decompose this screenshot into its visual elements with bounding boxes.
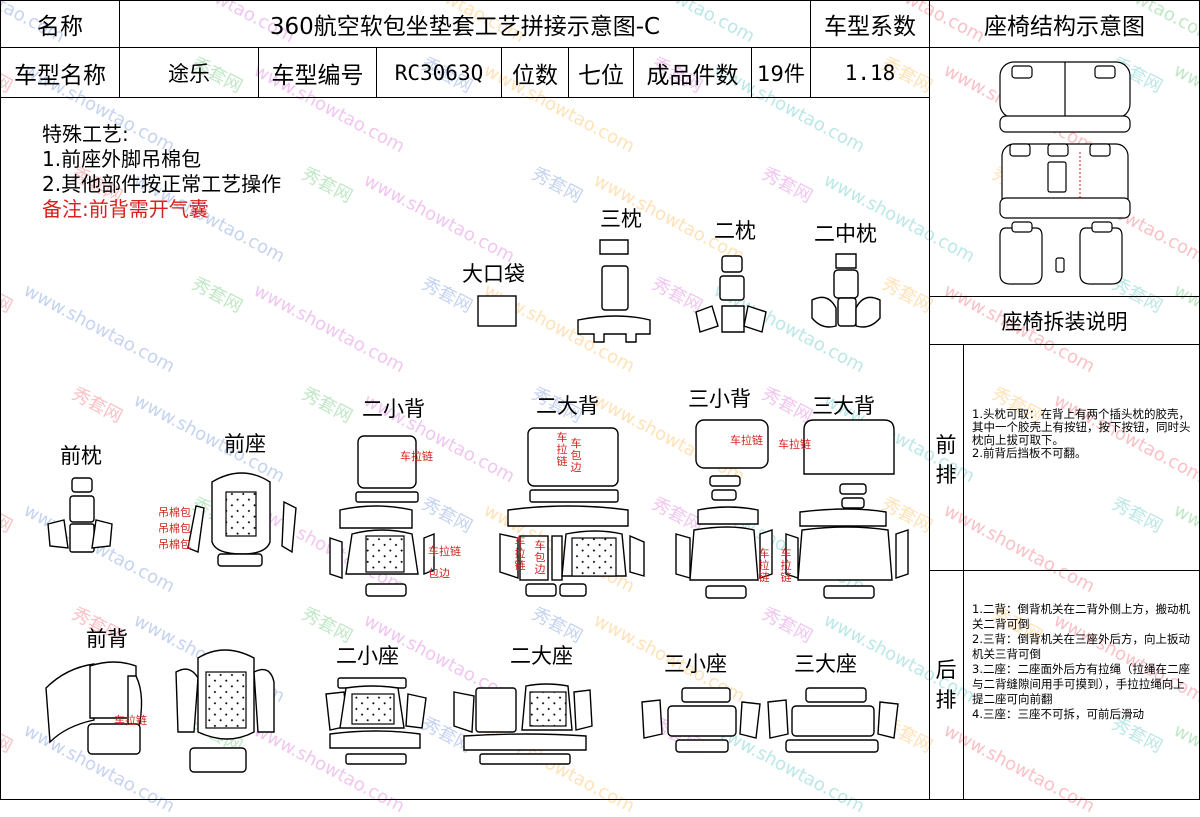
front-pillow-pieces [47, 477, 113, 553]
third-big-seat-pieces [767, 687, 899, 753]
second-big-back-pieces [499, 427, 645, 597]
third-big-back-pieces [785, 419, 909, 599]
annotation-cotton-bag-1: 吊棉包 [158, 506, 191, 519]
seat-structure-title: 座椅结构示意图 [929, 0, 1200, 48]
annotation-vert-zipper-third-big-back: 车拉链 [780, 547, 792, 584]
front-back-pieces [45, 649, 275, 773]
second-mid-pillow-pieces [811, 253, 881, 328]
label-second-small-back: 二小背 [362, 397, 425, 421]
label-third-small-back: 三小背 [688, 387, 751, 411]
annotation-zipper-front-back: 车拉链 [114, 714, 147, 727]
special-process-line-2: 2.其他部件按正常工艺操作 [42, 172, 282, 196]
label-second-mid-pillow: 二中枕 [814, 222, 877, 246]
second-pillow-pieces [695, 255, 767, 333]
second-small-seat-pieces [325, 677, 427, 765]
seats-value: 七位 [568, 47, 634, 98]
front-seat-pieces [187, 472, 297, 567]
annotation-piping-second-small-back: 包边 [428, 567, 450, 580]
seat-structure-illustration [999, 61, 1131, 285]
special-process-line-1: 1.前座外脚吊棉包 [42, 147, 202, 171]
annotation-zipper-third-small-back: 车拉链 [730, 434, 763, 447]
label-big-pocket: 大口袋 [462, 262, 525, 286]
big-pocket-piece [477, 295, 517, 327]
right-panel [929, 47, 1200, 800]
second-small-back-pieces [329, 435, 435, 597]
disassembly-title: 座椅拆装说明 [1001, 309, 1128, 334]
label-second-big-back: 二大背 [536, 394, 599, 418]
label-second-small-seat: 二小座 [336, 644, 399, 668]
label-third-pillow: 三枕 [600, 207, 642, 231]
model-code-label: 车型编号 [258, 47, 377, 98]
third-pillow-pieces [577, 239, 651, 343]
annotation-vert-zipper-second-big-back-lower: 车拉链 [514, 535, 526, 572]
model-name-label: 车型名称 [0, 47, 120, 98]
rear-row-notes: 1.二背：倒背机关在二背外侧上方，搬动机关二背可倒 2.三背：倒背机关在三座外后… [972, 602, 1190, 721]
seats-label: 位数 [501, 47, 569, 98]
front-row-label: 前排 [935, 433, 957, 487]
model-code-value: RC3063Q [376, 47, 502, 98]
pieces-label: 成品件数 [633, 47, 752, 98]
rear-row-label: 后排 [935, 658, 957, 712]
annotation-zipper-second-small-back: 车拉链 [400, 450, 433, 463]
name-label: 名称 [0, 0, 120, 48]
third-small-back-pieces [675, 419, 773, 599]
second-big-seat-pieces [453, 683, 593, 765]
annotation-vert-piping-second-big-back: 车包边 [570, 437, 582, 474]
disassembly-title-divider [929, 344, 1200, 345]
label-front-seat: 前座 [224, 432, 266, 456]
annotation-vert-piping-second-big-back-lower: 车包边 [534, 539, 546, 576]
label-front-pillow: 前枕 [60, 444, 102, 468]
label-second-big-seat: 二大座 [510, 644, 573, 668]
label-third-big-back: 三大背 [812, 394, 875, 418]
special-process-title: 特殊工艺: [42, 122, 129, 146]
coef-value: 1.18 [810, 47, 930, 98]
annotation-vert-zipper-second-big-back: 车拉链 [556, 431, 568, 468]
label-third-small-seat: 三小座 [664, 652, 727, 676]
diagram-title: 360航空软包坐垫套工艺拼接示意图-C [119, 0, 811, 48]
third-small-seat-pieces [641, 687, 761, 753]
rear-row-divider [929, 570, 1200, 571]
pattern-pieces-drawing [45, 239, 909, 773]
coef-label: 车型系数 [810, 0, 930, 48]
pieces-value: 19件 [751, 47, 811, 98]
label-second-pillow: 二枕 [714, 219, 756, 243]
annotation-cotton-bag-2: 吊棉包 [158, 522, 191, 535]
special-process-remark: 备注:前背需开气囊 [42, 197, 209, 221]
annotation-cotton-bag-3: 吊棉包 [158, 538, 191, 551]
model-name-value: 途乐 [119, 47, 259, 98]
right-panel-divider [929, 296, 1200, 297]
label-third-big-seat: 三大座 [794, 652, 857, 676]
label-front-back: 前背 [86, 627, 128, 651]
annotation-vert-zipper-third-small-back: 车拉链 [758, 547, 770, 584]
annotation-zipper-second-small-back-lower: 车拉链 [428, 545, 461, 558]
annotation-zipper-third-big-back: 车拉链 [778, 438, 811, 451]
front-row-notes: 1.头枕可取：在背上有两个插头枕的胶壳，其中一个胶壳上有按钮，按下按钮，同时头枕… [972, 407, 1191, 460]
row-label-column-divider [963, 344, 964, 800]
